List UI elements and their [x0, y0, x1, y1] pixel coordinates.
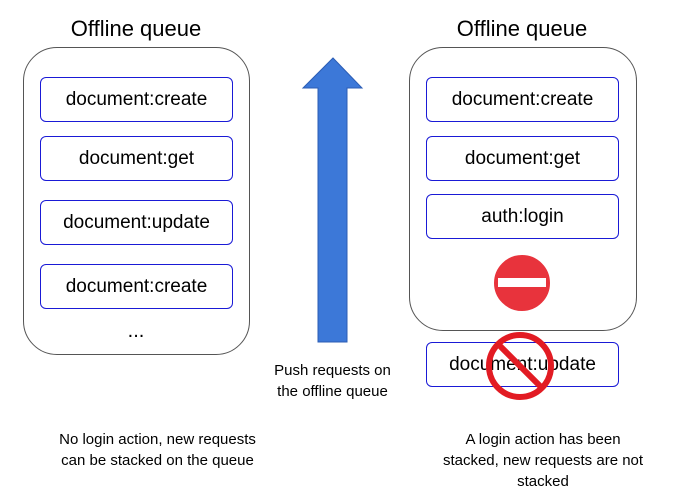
left-queue-title: Offline queue — [70, 16, 202, 41]
left-caption-line-2: can be stacked on the queue — [61, 452, 254, 469]
middle-caption-line-2: the offline queue — [277, 383, 388, 400]
left-request-document-get: document:get — [40, 136, 233, 181]
left-request-document-create: document:create — [40, 77, 233, 122]
left-queue-ellipsis: ... — [127, 320, 145, 342]
rejected-request-document-update: document:update — [426, 342, 619, 387]
middle-caption-line-1: Push requests on — [274, 362, 391, 379]
right-caption-line-2: stacked, new requests are not — [442, 452, 644, 469]
right-caption-line-1: A login action has been — [465, 431, 621, 448]
middle-caption: Push requests on the offline queue — [255, 360, 410, 402]
right-caption-line-3: stacked — [517, 473, 569, 490]
up-arrow-icon — [301, 57, 364, 343]
right-caption: A login action has been stacked, new req… — [420, 429, 666, 492]
right-queue-title: Offline queue — [456, 16, 588, 41]
left-caption: No login action, new requests can be sta… — [30, 429, 285, 471]
right-request-document-create: document:create — [426, 77, 619, 122]
left-caption-line-1: No login action, new requests — [59, 431, 256, 448]
right-request-document-get: document:get — [426, 136, 619, 181]
left-request-document-update: document:update — [40, 200, 233, 245]
right-request-auth-login: auth:login — [426, 194, 619, 239]
left-request-document-create-2: document:create — [40, 264, 233, 309]
